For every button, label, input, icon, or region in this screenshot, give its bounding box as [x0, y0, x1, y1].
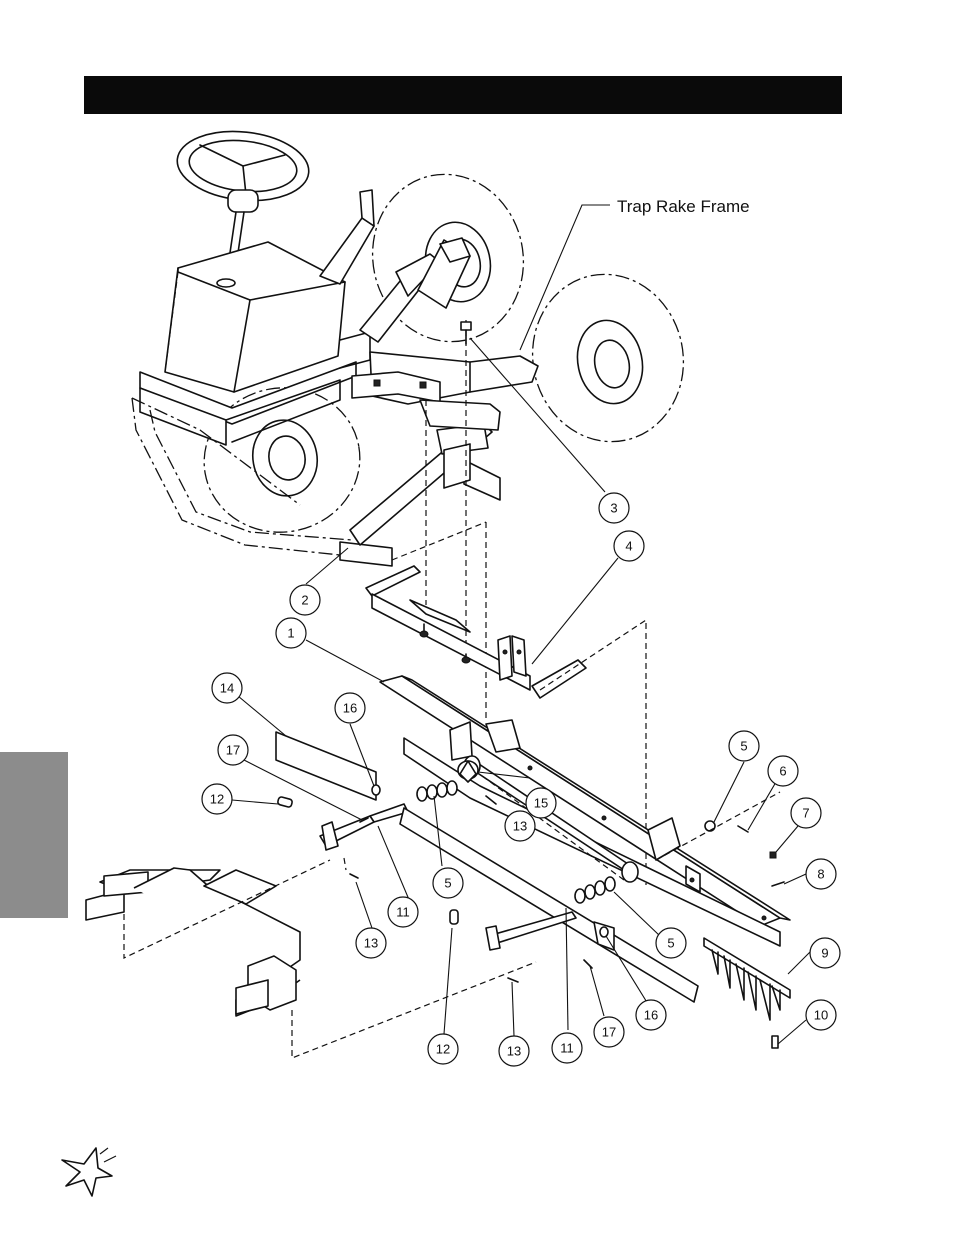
callout-16: 16: [635, 999, 667, 1031]
washer-part-5: [704, 820, 716, 832]
hitch-bracket-part-4: [365, 565, 587, 699]
callout-15-number: 15: [534, 796, 548, 811]
rake-arm-part-11: [319, 803, 699, 1003]
callout-7-number: 7: [802, 806, 809, 821]
label-leader-line: [519, 204, 610, 351]
front-hitch-frame: [85, 867, 301, 1017]
callout-16: 16: [334, 692, 366, 724]
callout-12: 12: [427, 1033, 459, 1065]
alignment-line: [123, 859, 331, 959]
alignment-line: [391, 521, 487, 561]
callout-12-number: 12: [210, 792, 224, 807]
callout-17-number: 17: [226, 743, 240, 758]
callout-14: 14: [211, 672, 243, 704]
callout-17: 17: [593, 1016, 625, 1048]
bolt-part-3: [460, 321, 472, 345]
callout-12-number: 12: [436, 1042, 450, 1057]
trap-rake-frame-label: Trap Rake Frame: [617, 197, 750, 216]
section-tab: [0, 752, 68, 918]
callout-3-number: 3: [610, 501, 617, 516]
callout-7: 7: [790, 797, 822, 829]
callout-11-number: 11: [396, 905, 410, 920]
callout-17-number: 17: [602, 1025, 616, 1040]
rake-frame-part-1: [379, 675, 791, 947]
drag-board-part-14: [275, 731, 377, 801]
callout-4: 4: [613, 530, 645, 562]
rake-part-9: [703, 937, 791, 1021]
callout-6: 6: [767, 755, 799, 787]
callout-3: 3: [598, 492, 630, 524]
callout-16-number: 16: [343, 701, 357, 716]
callout-11: 11: [551, 1032, 583, 1064]
callout-2-number: 2: [301, 593, 308, 608]
alignment-line: [655, 791, 781, 861]
callout-13-number: 13: [513, 819, 527, 834]
callout-13-number: 13: [507, 1044, 521, 1059]
callout-5-number: 5: [667, 936, 674, 951]
callout-13: 13: [504, 810, 536, 842]
hardware-parts: [277, 784, 785, 1049]
bushing-part-15: [457, 760, 479, 783]
callout-5-number: 5: [444, 876, 451, 891]
steering-wheel: [176, 130, 310, 281]
callout-10: 10: [805, 999, 837, 1031]
washer-stack-upper: [416, 780, 458, 802]
callout-5-number: 5: [740, 739, 747, 754]
callout-2: 2: [289, 584, 321, 616]
callout-9-number: 9: [821, 946, 828, 961]
callout-12: 12: [201, 783, 233, 815]
callout-1: 1: [275, 617, 307, 649]
callout-10-number: 10: [814, 1008, 828, 1023]
tractor-rear-wheel-right: [531, 273, 685, 443]
callout-leaders: [231, 337, 811, 1045]
tractor-body: [131, 189, 539, 567]
callout-13: 13: [355, 927, 387, 959]
callout-11: 11: [387, 896, 419, 928]
callout-9: 9: [809, 937, 841, 969]
tractor-front-wheel: [203, 387, 361, 533]
callout-13-number: 13: [364, 936, 378, 951]
alignment-line: [539, 618, 647, 885]
callout-8: 8: [805, 858, 837, 890]
callout-5: 5: [655, 927, 687, 959]
callout-4-number: 4: [625, 539, 632, 554]
callout-13: 13: [498, 1035, 530, 1067]
callout-11-number: 11: [560, 1041, 574, 1056]
callout-15: 15: [525, 787, 557, 819]
header-bar: [84, 76, 842, 114]
callout-17: 17: [217, 734, 249, 766]
callout-14-number: 14: [220, 681, 234, 696]
callout-1-number: 1: [287, 626, 294, 641]
callout-16-number: 16: [644, 1008, 658, 1023]
alignment-line: [473, 769, 625, 881]
callout-5: 5: [432, 867, 464, 899]
callout-5: 5: [728, 730, 760, 762]
callout-6-number: 6: [779, 764, 786, 779]
alignment-line: [291, 961, 537, 1059]
callout-8-number: 8: [817, 867, 824, 882]
alignment-line: [343, 857, 347, 871]
washer-stack-lower: [574, 876, 616, 904]
star-logo-icon: [61, 1147, 117, 1197]
